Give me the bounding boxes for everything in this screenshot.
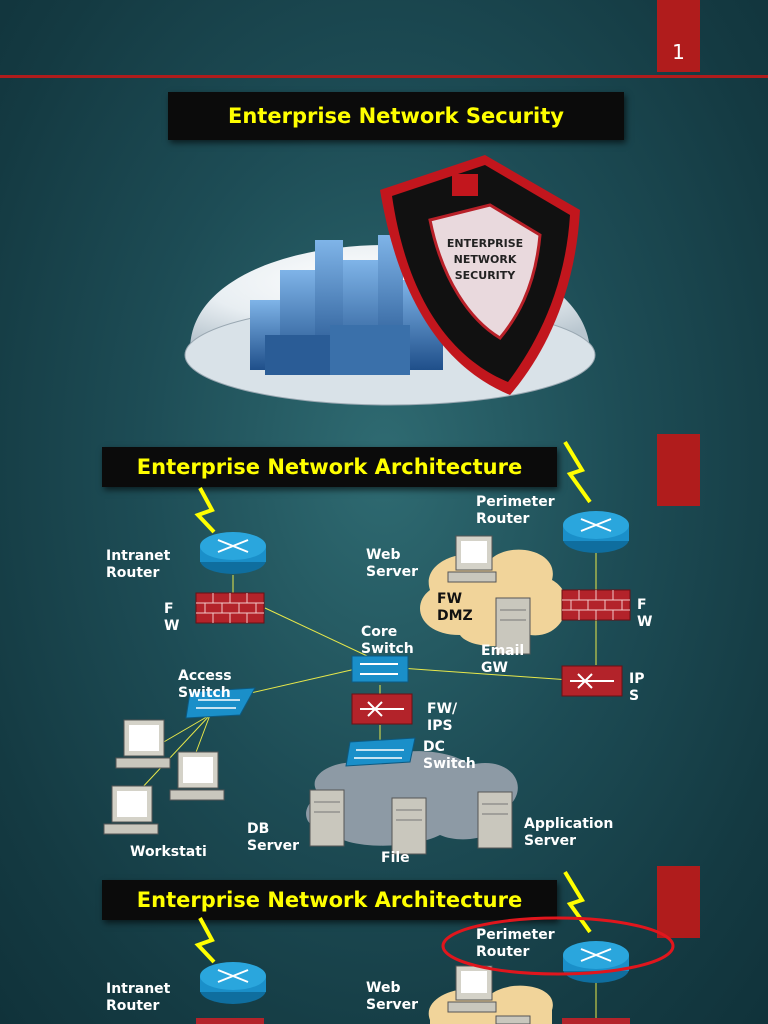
perimeter-router-icon [563,941,629,983]
network-architecture-diagram [103,440,631,855]
shield-line-2: NETWORK [454,253,517,266]
firewall-icon [196,1018,264,1024]
db-server-icon [309,789,345,847]
page-number: 1 [672,40,685,64]
intranet-router-icon [200,532,266,574]
db-server-label: DB Server [247,821,300,854]
perimeter-router-icon [563,511,629,553]
firewall-icon [195,592,265,624]
file-server-label: File [381,850,410,866]
fw-ips-label: FW/ IPS [427,701,458,734]
fw-ips-device-icon [351,693,413,725]
ips-device-icon [561,665,623,697]
perimeter-router-label: Perimeter Router [476,927,555,960]
firewall-icon [562,1018,630,1024]
access-switch-label: Access Switch [178,668,232,701]
lightning-icon [194,917,216,964]
firewall-icon [561,589,631,621]
slide2-title-bar: Enterprise Network Architecture [102,447,557,487]
slide3-red-tab [657,866,700,938]
divider-line [0,75,768,78]
access-switch-icon [185,687,256,719]
workstation-icon [169,751,225,801]
lightning-icon [194,487,216,534]
slide3-title-bar: Enterprise Network Architecture [102,880,557,920]
page-number-tab: 1 [657,0,700,72]
slide1-title: Enterprise Network Security [228,104,564,128]
web-server-label: Web Server [366,980,419,1013]
workstation-icon [103,785,159,835]
slide1-title-bar: Enterprise Network Security [168,92,624,140]
workstation-label: Workstati [130,844,207,860]
intranet-router-label: Intranet Router [106,981,171,1014]
lightning-icon [563,870,592,934]
security-dome-illustration: ENTERPRISE NETWORK SECURITY [184,155,596,406]
application-server-label: Application Server [524,816,614,849]
slide2-title: Enterprise Network Architecture [136,455,523,479]
lightning-icon [563,440,592,504]
application-server-icon [477,791,513,849]
perimeter-router-label: Perimeter Router [476,494,555,527]
email-gateway-server-icon [495,1015,531,1024]
shield-line-3: SECURITY [455,269,517,282]
dc-switch-icon [345,737,416,767]
slide3-title: Enterprise Network Architecture [136,888,523,912]
workstation-icon [115,719,171,769]
file-server-icon [391,797,427,855]
web-server-computer-icon [447,965,497,1013]
shield-icon: ENTERPRISE NETWORK SECURITY [380,155,580,395]
web-server-computer-icon [447,535,497,583]
core-switch-label: Core Switch [361,624,414,657]
ips-label: IP S [629,671,645,704]
network-architecture-diagram-highlighted [194,870,675,1024]
shield-line-1: ENTERPRISE [447,237,523,250]
web-server-label: Web Server [366,547,419,580]
core-switch-icon [351,655,409,683]
firewall-right-label: F W [637,597,653,630]
highlight-ellipse [441,916,675,976]
slide2-red-tab [657,434,700,506]
intranet-router-icon [200,962,266,1004]
email-gw-label: Email GW [481,643,525,676]
email-gateway-server-icon [495,597,531,655]
firewall-left-label: F W [164,601,180,634]
fw-dmz-label: FW DMZ [437,591,473,624]
intranet-router-label: Intranet Router [106,548,171,581]
dc-switch-label: DC Switch [423,739,476,772]
